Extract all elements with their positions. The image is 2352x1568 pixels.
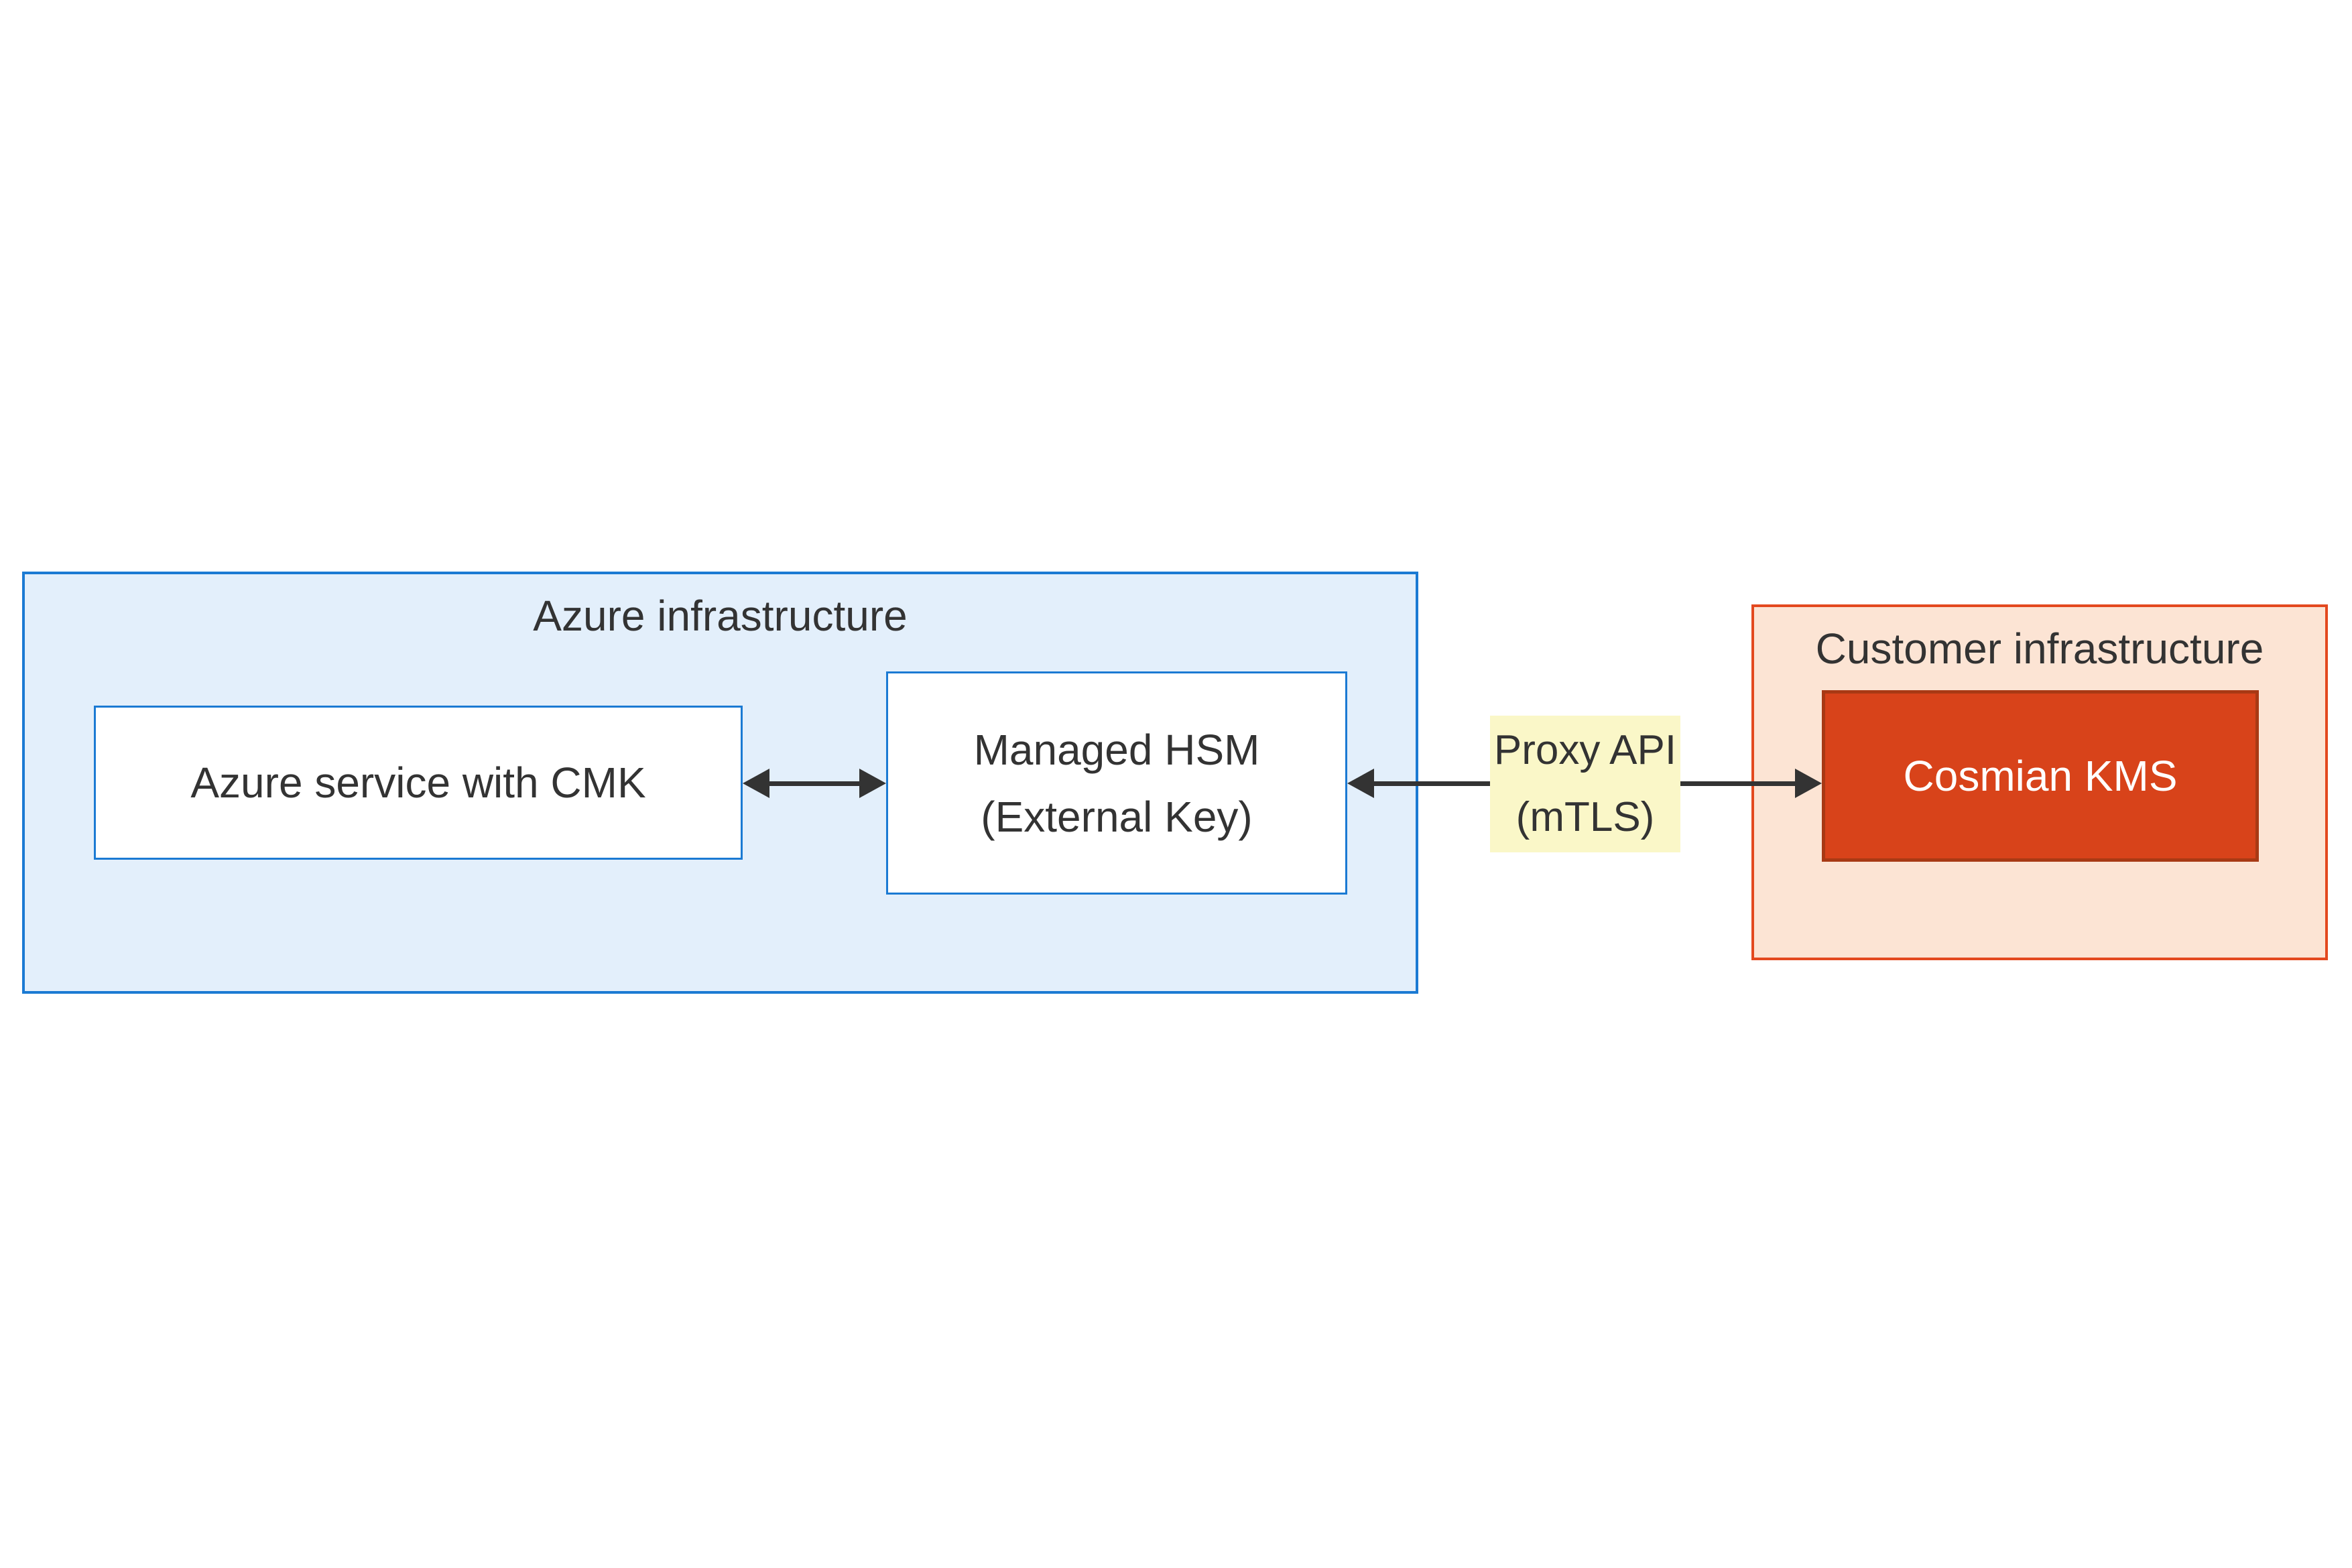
arrowhead-right-icon: [859, 769, 886, 798]
arrowhead-left-icon: [743, 769, 769, 798]
azure-service-cmk-label: Azure service with CMK: [190, 759, 646, 807]
azure-service-cmk-node: Azure service with CMK: [94, 706, 743, 860]
service-hsm-bidirectional-arrow: [743, 769, 886, 798]
arrowhead-left-icon: [1347, 769, 1374, 798]
arrow-shaft: [765, 781, 863, 786]
proxy-api-edge-label: Proxy API (mTLS): [1490, 716, 1680, 852]
customer-infrastructure-group: Customer infrastructure Cosmian KMS: [1751, 604, 2328, 960]
arrowhead-right-icon: [1795, 769, 1822, 798]
managed-hsm-node: Managed HSM (External Key): [886, 671, 1347, 895]
azure-infrastructure-group: Azure infrastructure Azure service with …: [22, 572, 1418, 994]
proxy-api-label-line1: Proxy API: [1493, 727, 1677, 773]
cosmian-kms-label: Cosmian KMS: [1903, 752, 2178, 800]
managed-hsm-label-line2: (External Key): [981, 792, 1253, 841]
proxy-api-label-line2: (mTLS): [1515, 794, 1655, 840]
customer-group-title: Customer infrastructure: [1815, 625, 2264, 673]
managed-hsm-label-line1: Managed HSM: [973, 725, 1260, 774]
azure-group-title: Azure infrastructure: [533, 592, 908, 640]
cosmian-kms-node: Cosmian KMS: [1822, 690, 2259, 862]
